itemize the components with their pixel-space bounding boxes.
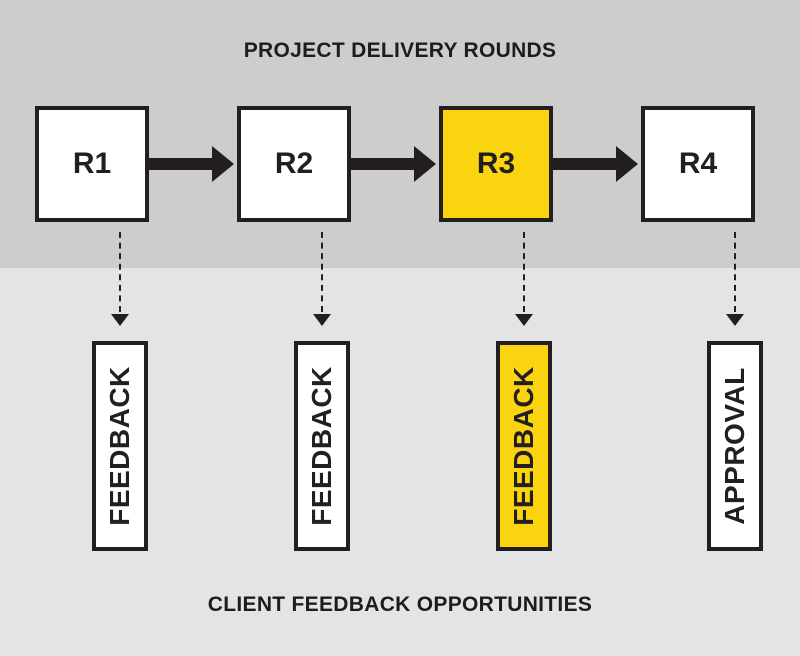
dashed-connector-4 [734, 232, 736, 312]
outcome-label: FEEDBACK [306, 366, 337, 526]
dashed-connector-2 [321, 232, 323, 312]
dashed-arrowhead-2 [313, 314, 331, 326]
dashed-arrowhead-3 [515, 314, 533, 326]
arrow-head-r3-r4 [616, 146, 638, 182]
outcome-label: APPROVAL [719, 367, 750, 525]
dashed-connector-3 [523, 232, 525, 312]
outcome-box-2: FEEDBACK [294, 341, 350, 551]
dashed-arrowhead-4 [726, 314, 744, 326]
diagram-subtitle: CLIENT FEEDBACK OPPORTUNITIES [207, 593, 593, 616]
round-box-r1: R1 [35, 106, 149, 222]
arrow-shaft-r1-r2 [149, 158, 215, 170]
outcome-box-3: FEEDBACK [496, 341, 552, 551]
round-label: R4 [678, 147, 718, 180]
outcome-label: FEEDBACK [104, 366, 135, 526]
arrow-shaft-r2-r3 [351, 158, 417, 170]
round-box-r3: R3 [439, 106, 553, 222]
round-label: R2 [274, 147, 314, 180]
dashed-connector-1 [119, 232, 121, 312]
outcome-label: FEEDBACK [508, 366, 539, 526]
outcome-box-1: FEEDBACK [92, 341, 148, 551]
arrow-head-r2-r3 [414, 146, 436, 182]
arrow-shaft-r3-r4 [553, 158, 619, 170]
arrow-head-r1-r2 [212, 146, 234, 182]
round-label: R3 [476, 147, 516, 180]
round-box-r4: R4 [641, 106, 755, 222]
round-box-r2: R2 [237, 106, 351, 222]
round-label: R1 [72, 147, 112, 180]
outcome-box-4: APPROVAL [707, 341, 763, 551]
diagram-title: PROJECT DELIVERY ROUNDS [243, 39, 557, 62]
dashed-arrowhead-1 [111, 314, 129, 326]
